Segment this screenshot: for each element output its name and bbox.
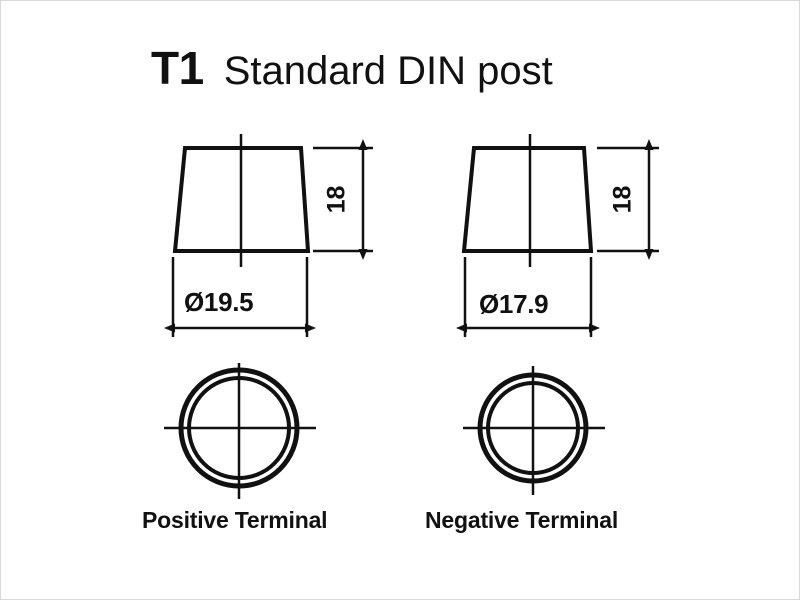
negative-post-trapezoid [461,146,594,253]
positive-diameter-value: Ø19.5 [184,287,254,317]
page-title: T1 Standard DIN post [151,45,553,91]
negative-height-dimension [597,139,659,260]
title-text: Standard DIN post [223,49,553,93]
negative-height-value: 18 [608,185,637,214]
positive-post-side-view-group [172,134,311,267]
positive-post-top-view-group [164,363,316,499]
negative-post-side-view-group [461,134,594,267]
negative-diameter-dimension [456,257,600,337]
positive-terminal-label: Positive Terminal [142,507,328,533]
negative-terminal-label: Negative Terminal [425,507,619,533]
negative-diameter-value: Ø17.9 [479,289,549,319]
positive-height-dimension [313,139,373,260]
negative-post-top-view-group [463,366,605,495]
positive-diameter-dimension [164,257,316,337]
positive-height-value: 18 [322,185,351,214]
title-code: T1 [151,42,204,94]
